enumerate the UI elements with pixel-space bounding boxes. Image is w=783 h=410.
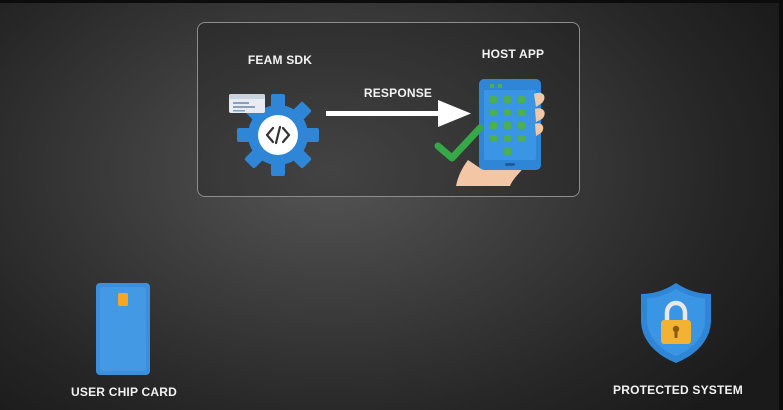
top-edge bbox=[0, 0, 783, 3]
right-edge bbox=[779, 0, 783, 410]
host-app-label: HOST APP bbox=[481, 47, 545, 61]
gear-code-icon bbox=[229, 94, 319, 176]
sdk-label: FEAM SDK bbox=[247, 53, 313, 67]
response-label: RESPONSE bbox=[363, 86, 433, 100]
shield-lock-icon bbox=[641, 283, 711, 363]
chip-card-icon bbox=[96, 283, 150, 375]
phone-in-hand-icon bbox=[434, 79, 545, 186]
chip-card-label: USER CHIP CARD bbox=[71, 385, 177, 399]
response-arrow-icon bbox=[326, 100, 471, 127]
protected-system-label: PROTECTED SYSTEM bbox=[613, 383, 743, 397]
